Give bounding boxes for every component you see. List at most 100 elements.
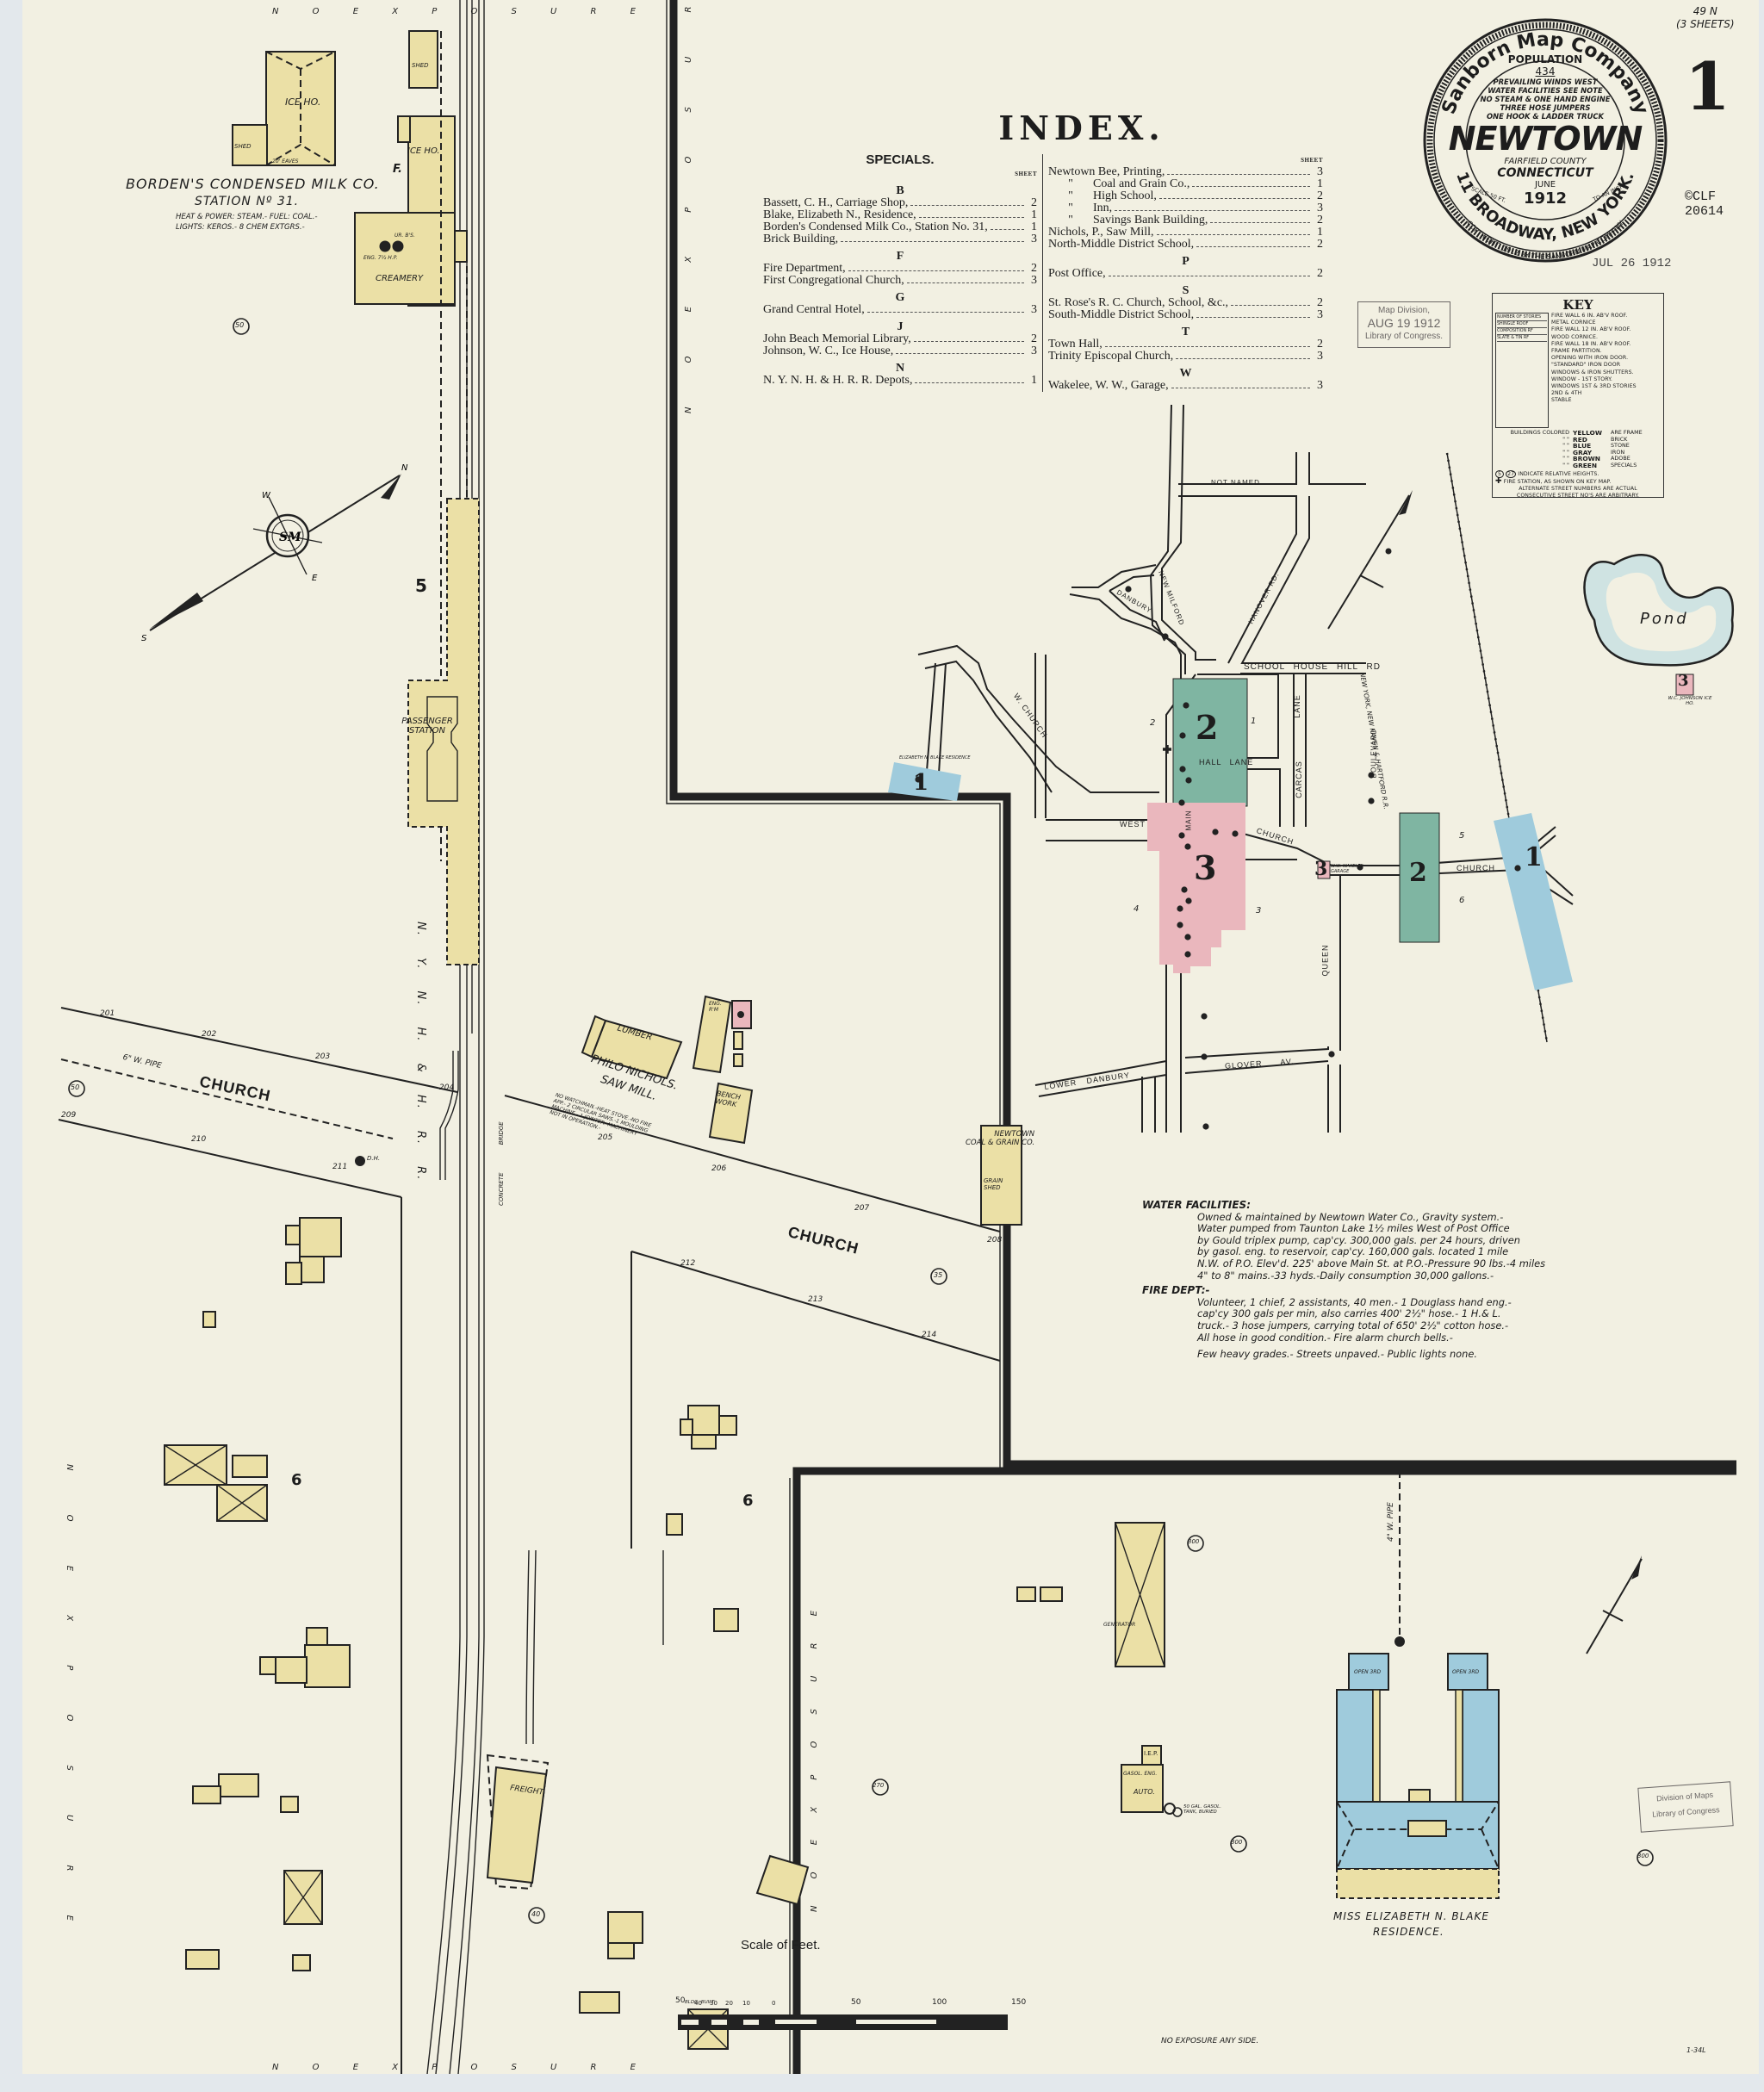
label-water-pipe-4: 4" W. PIPE	[1387, 1502, 1395, 1542]
index-letter: S	[1182, 284, 1189, 297]
index-entry-sheet: 2	[1317, 296, 1323, 309]
shed-bottom	[579, 1991, 620, 2014]
key-sheet-2-church[interactable]: 2	[1409, 858, 1427, 888]
outbuilding	[666, 1513, 683, 1536]
index-entry-sheet: 3	[1317, 379, 1323, 392]
index-entry[interactable]: St. Rose's R. C. Church, School, &c.,2	[1048, 297, 1323, 309]
key-line: 2ND & 4TH	[1551, 390, 1582, 397]
index-entry[interactable]: North-Middle District School,2	[1048, 239, 1323, 251]
key-symbol-label: SLATE & TIN RF	[1497, 335, 1547, 342]
leader-dots	[1108, 268, 1310, 276]
elevation-label: 270	[873, 1782, 885, 1789]
index-entry[interactable]: Borden's Condensed Milk Co., Station No.…	[763, 221, 1037, 233]
key-sheet-3-garage[interactable]: 3	[1314, 858, 1328, 880]
index-entry[interactable]: John Beach Memorial Library,2	[763, 333, 1037, 345]
label-creamery-engine: ENG. 7½ H.P.	[363, 255, 398, 261]
pond-label: Pond	[1640, 610, 1689, 628]
church-street-east-south	[630, 1251, 1001, 1362]
label-auto: AUTO.	[1134, 1788, 1155, 1796]
leader-dots	[990, 221, 1024, 230]
index-entry[interactable]: Fire Department,2	[763, 263, 1037, 275]
elevation-label: 300	[1637, 1853, 1649, 1859]
block-number: 6	[1459, 896, 1465, 905]
street-west: WEST	[1120, 820, 1146, 829]
street-carcas: CARCAS	[1294, 760, 1303, 798]
leader-dots	[841, 233, 1024, 242]
street-number: 208	[987, 1236, 1003, 1245]
index-entry[interactable]: "Coal and Grain Co.,1	[1048, 178, 1323, 190]
cartouche-note: ONE HOOK & LADDER TRUCK	[1486, 112, 1605, 121]
label-creamery: CREAMERY	[376, 274, 424, 283]
block-number: 5	[1459, 831, 1465, 841]
index-entry-name: Trinity Episcopal Church,	[1048, 350, 1174, 363]
index-entry[interactable]: Johnson, W. C., Ice House,3	[763, 345, 1037, 357]
scale-bar	[678, 2014, 1008, 2030]
leader-dots	[913, 333, 1024, 342]
no-exposure-bottom: N O E X P O S U R E	[272, 2063, 636, 2072]
index-entry[interactable]: Wakelee, W. W., Garage,3	[1048, 380, 1323, 392]
church-street-south-line	[58, 1119, 402, 1198]
index-entry[interactable]: "Inn,3	[1048, 202, 1323, 214]
index-entry[interactable]: South-Middle District School,3	[1048, 309, 1323, 321]
index-entry-name: Fire Department,	[763, 262, 846, 275]
street-number: 211	[332, 1163, 348, 1171]
ditto-mark: "	[1068, 214, 1073, 227]
label-no-exposure-any-side: NO EXPOSURE ANY SIDE.	[1161, 2037, 1259, 2045]
house-h1	[755, 1854, 810, 1906]
label-ice-house-1: ICE HO.	[285, 96, 321, 108]
index-entry[interactable]: Grand Central Hotel,3	[763, 304, 1037, 316]
street-queen: QUEEN	[1320, 944, 1330, 977]
key-sheet-3-main[interactable]: 3	[1194, 848, 1217, 887]
street-number: 206	[711, 1164, 727, 1173]
house-e	[680, 1405, 737, 1450]
church-street-east-north	[504, 1095, 1001, 1232]
street-hall-lane: HALL LANE	[1199, 758, 1254, 767]
no-exposure-left: N O E X P O S U R E	[65, 1464, 74, 1921]
key-symbol-label: SHINGLE ROOF	[1497, 321, 1547, 328]
leader-dots	[918, 209, 1024, 218]
label-shed-2: SHED	[412, 62, 429, 69]
key-line: OPENING WITH IRON DOOR.	[1551, 355, 1629, 362]
outbuilding	[185, 1949, 220, 1970]
index-entry-sheet: 3	[1031, 233, 1037, 245]
index-entry[interactable]: Trinity Episcopal Church,3	[1048, 351, 1323, 363]
leader-dots	[1210, 214, 1310, 223]
index-entry[interactable]: Brick Building,3	[763, 233, 1037, 245]
note-line: Water pumped from Taunton Lake 1½ miles …	[1197, 1222, 1510, 1235]
elevation-label: 300	[1188, 1538, 1200, 1545]
water-facilities-heading: WATER FACILITIES:	[1142, 1199, 1251, 1211]
index-entry[interactable]: Blake, Elizabeth N., Residence,1	[763, 209, 1037, 221]
population-label: POPULATION	[1507, 53, 1583, 65]
index-entry[interactable]: N. Y. N. H. & H. R. R. Depots,1	[763, 375, 1037, 387]
passenger-station	[407, 498, 480, 965]
index-entry[interactable]: Post Office,2	[1048, 268, 1323, 280]
no-exposure-top: N O E X P O S U R E	[272, 7, 636, 16]
index-entry[interactable]: Town Hall,2	[1048, 338, 1323, 351]
street-number: 214	[922, 1331, 937, 1339]
key-title: KEY	[1562, 297, 1593, 313]
index-entry[interactable]: Nichols, P., Saw Mill,1	[1048, 227, 1323, 239]
key-sheet-3-ice-house[interactable]: 3	[1678, 672, 1689, 690]
water-pipe-6in	[60, 1058, 394, 1139]
leader-dots	[1156, 227, 1310, 235]
index-entry-sheet: 3	[1317, 308, 1323, 321]
index-entry[interactable]: Bassett, C. H., Carriage Shop,2	[763, 197, 1037, 209]
key-sheet-1-blake[interactable]: 1	[913, 770, 929, 796]
key-sheet-1-depot[interactable]: 1	[1525, 842, 1543, 872]
cartouche-note: NO STEAM & ONE HAND ENGINE	[1480, 95, 1611, 103]
index-letter: W	[1179, 367, 1192, 380]
index-entry-name: Town Hall,	[1048, 338, 1102, 351]
street-number: 212	[680, 1259, 696, 1268]
index-entry[interactable]: Newtown Bee, Printing,3	[1048, 166, 1323, 178]
index-entry[interactable]: "Savings Bank Building,2	[1048, 214, 1323, 227]
index-entry-sheet: 3	[1031, 274, 1037, 287]
index-entry[interactable]: "High School,2	[1048, 190, 1323, 202]
misc-note: Few heavy grades.- Streets unpaved.- Pub…	[1197, 1348, 1477, 1361]
note-line: cap'cy 300 gals per min, also carries 40…	[1197, 1307, 1501, 1320]
index-entry[interactable]: First Congregational Church,3	[763, 275, 1037, 287]
key-sheet-2-main[interactable]: 2	[1196, 708, 1219, 747]
